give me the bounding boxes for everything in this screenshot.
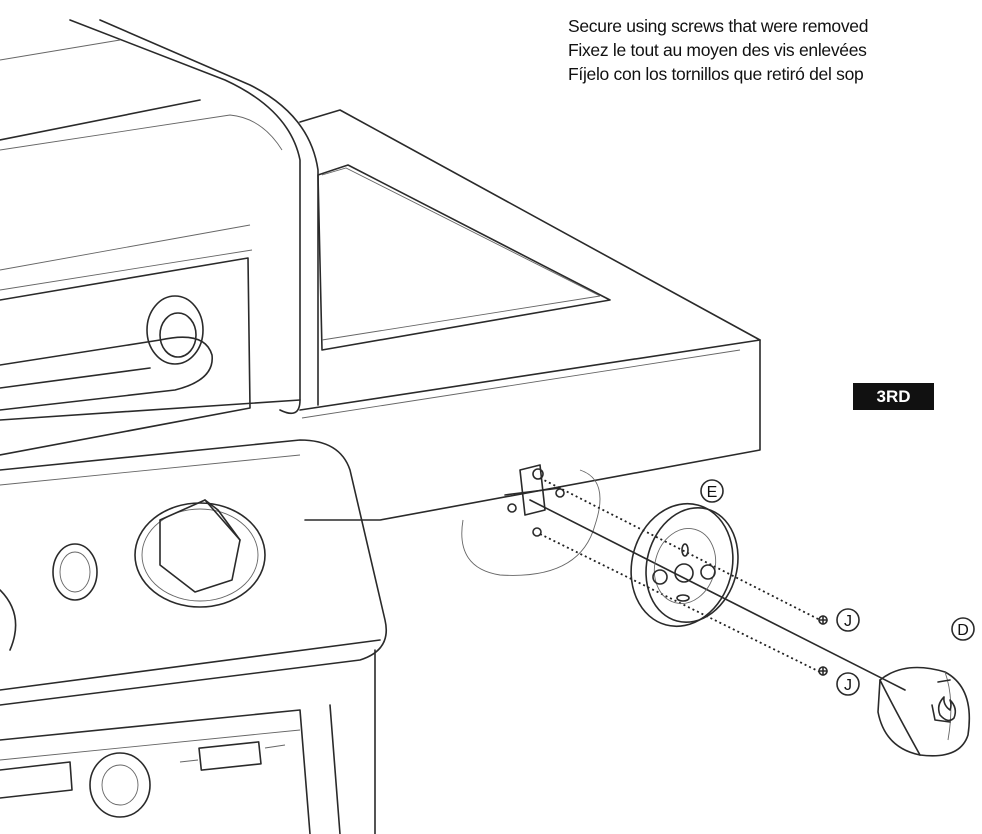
side-shelf — [0, 109, 761, 521]
callout-j-bottom: J — [836, 672, 860, 696]
flame-icon — [931, 696, 957, 723]
instruction-text: Secure using screws that were removed Fi… — [568, 14, 982, 86]
callout-j-top: J — [836, 608, 860, 632]
callout-e: E — [700, 479, 724, 503]
instruction-french: Fixez le tout au moyen des vis enlevées — [568, 40, 867, 60]
lid-handle — [0, 295, 213, 411]
grill-lid — [0, 19, 319, 456]
explode-lines — [529, 477, 906, 691]
control-panel — [0, 439, 387, 706]
burner-position-badge: 3RD — [853, 383, 934, 410]
callout-e-label: E — [707, 484, 718, 501]
lower-cabinet — [0, 649, 376, 834]
instruction-english: Secure using screws that were removed — [568, 16, 869, 36]
bezel-icon — [630, 502, 739, 628]
callout-j-top-label: J — [844, 613, 852, 630]
callout-j-bottom-label: J — [844, 677, 852, 694]
callout-d: D — [951, 617, 975, 641]
screw-icon — [818, 615, 828, 676]
knob-icon — [877, 666, 971, 757]
instruction-spanish: Fíjelo con los tornillos que retiró del … — [568, 64, 864, 84]
callout-d-label: D — [957, 622, 969, 639]
valve-bracket — [461, 464, 601, 576]
